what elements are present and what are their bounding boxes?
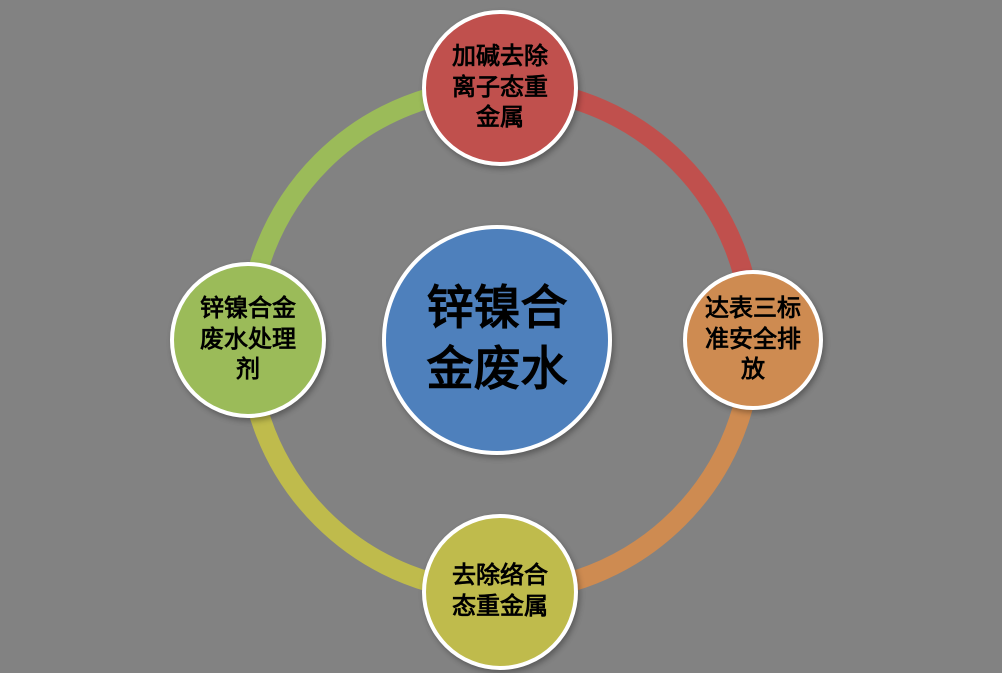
node-label: 去除络合 态重金属 bbox=[452, 561, 548, 622]
node-label-line: 去除络合 bbox=[452, 563, 548, 590]
node-standard-safe-discharge: 达表三标 准安全排 放 bbox=[683, 270, 823, 410]
node-label-line: 准安全排 bbox=[705, 326, 801, 353]
center-label: 锌镍合 金废水 bbox=[427, 279, 568, 401]
center-label-line: 金废水 bbox=[426, 344, 568, 396]
node-center-zinc-nickel-wastewater: 锌镍合 金废水 bbox=[382, 225, 612, 455]
node-label-line: 加碱去除 bbox=[452, 43, 548, 70]
node-label: 加碱去除 离子态重 金属 bbox=[452, 42, 548, 134]
node-label-line: 达表三标 bbox=[705, 295, 801, 322]
node-add-alkali-remove-ionic-metals: 加碱去除 离子态重 金属 bbox=[422, 10, 578, 166]
node-label-line: 放 bbox=[741, 357, 765, 384]
node-label-line: 锌镍合金 bbox=[200, 295, 296, 322]
node-remove-complexed-metals: 去除络合 态重金属 bbox=[422, 514, 578, 670]
node-label: 锌镍合金 废水处理 剂 bbox=[200, 294, 296, 386]
node-label-line: 剂 bbox=[236, 357, 260, 384]
node-label-line: 离子态重 bbox=[452, 74, 548, 101]
node-label: 达表三标 准安全排 放 bbox=[705, 294, 801, 386]
node-label-line: 态重金属 bbox=[452, 594, 548, 620]
node-label-line: 废水处理 bbox=[200, 326, 296, 353]
center-label-line: 锌镍合 bbox=[426, 282, 568, 335]
node-label-line: 金属 bbox=[476, 105, 524, 132]
node-treatment-agent: 锌镍合金 废水处理 剂 bbox=[170, 262, 326, 418]
